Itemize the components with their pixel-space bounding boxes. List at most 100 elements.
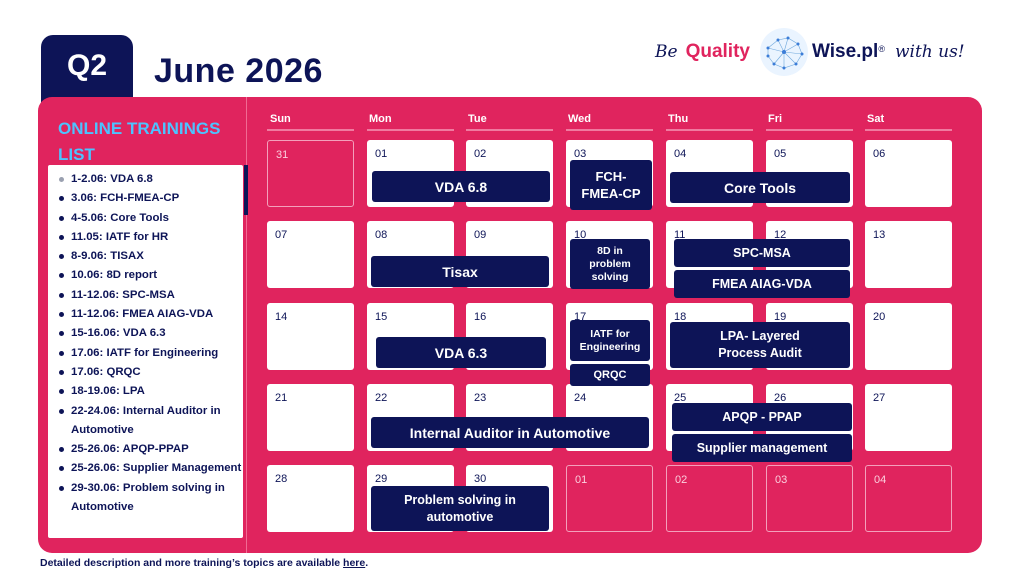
list-item: 3.06: FCH-FMEA-CP: [58, 189, 243, 208]
brand-wise: Wise.pl: [811, 41, 879, 62]
list-item: 11-12.06: SPC-MSA: [58, 286, 243, 305]
event-vda-6-8[interactable]: VDA 6.8: [372, 171, 550, 202]
day-cell: 21: [267, 384, 354, 451]
day-cell: 14: [267, 303, 354, 370]
weekday-underline: [865, 129, 952, 131]
brand-logo: Be Quality Wise.pl® with us!: [655, 28, 965, 76]
weekday-thu: Thu: [668, 113, 689, 125]
day-cell: 01: [566, 465, 653, 532]
day-number: 27: [873, 392, 886, 404]
brain-network-icon: [759, 28, 808, 76]
event-apqp-ppap[interactable]: APQP - PPAP: [672, 403, 852, 431]
panel-divider: [246, 97, 247, 553]
day-number: 29: [375, 473, 388, 485]
event-lpa[interactable]: LPA- Layered Process Audit: [670, 322, 850, 368]
day-number: 22: [375, 392, 388, 404]
event-fmea-aiag-vda[interactable]: FMEA AIAG-VDA: [674, 270, 850, 298]
event-fch-fmea-cp[interactable]: FCH-FMEA-CP: [570, 160, 652, 210]
day-number: 26: [774, 392, 787, 404]
day-number: 12: [774, 229, 787, 241]
list-item: 25-26.06: APQP-PPAP: [58, 440, 243, 459]
day-number: 15: [375, 311, 388, 323]
list-item: 17.06: IATF for Engineering: [58, 344, 243, 363]
list-item: 15-16.06: VDA 6.3: [58, 324, 243, 343]
day-number: 02: [675, 474, 688, 486]
brand-prefix: Be: [655, 42, 678, 62]
day-number: 21: [275, 392, 288, 404]
footer-link[interactable]: here: [343, 557, 366, 569]
event-iatf-engineering[interactable]: IATF for Engineering: [570, 320, 650, 361]
day-cell: 28: [267, 465, 354, 532]
list-item: 11-12.06: FMEA AIAG-VDA: [58, 305, 243, 324]
event-qrqc[interactable]: QRQC: [570, 364, 650, 386]
list-item: 18-19.06: LPA: [58, 382, 243, 401]
brand-suffix: with us!: [894, 42, 965, 62]
weekday-underline: [267, 129, 354, 131]
weekday-underline: [666, 129, 753, 131]
day-number: 03: [775, 474, 788, 486]
weekday-underline: [766, 129, 853, 131]
weekday-underline: [466, 129, 553, 131]
day-number: 01: [575, 474, 588, 486]
day-number: 03: [574, 148, 587, 160]
event-8d-problem-solving[interactable]: 8D in problem solving: [570, 239, 650, 289]
sidebar-title: ONLINE TRAININGS LIST: [58, 119, 221, 164]
event-spc-msa[interactable]: SPC-MSA: [674, 239, 850, 267]
event-tisax[interactable]: Tisax: [371, 256, 549, 287]
list-item: 4-5.06: Core Tools: [58, 209, 243, 228]
day-number: 11: [674, 229, 686, 241]
day-number: 05: [774, 148, 787, 160]
weekday-mon: Mon: [369, 113, 392, 125]
list-item: 8-9.06: TISAX: [58, 247, 243, 266]
weekday-underline: [566, 129, 653, 131]
day-number: 24: [574, 392, 587, 404]
day-cell: 06: [865, 140, 952, 207]
day-number: 04: [874, 474, 887, 486]
event-core-tools[interactable]: Core Tools: [670, 172, 850, 203]
training-list: 1-2.06: VDA 6.8 3.06: FCH-FMEA-CP 4-5.06…: [58, 170, 243, 517]
event-vda-6-3[interactable]: VDA 6.3: [376, 337, 546, 368]
weekday-tue: Tue: [468, 113, 487, 125]
day-number: 23: [474, 392, 487, 404]
event-internal-auditor[interactable]: Internal Auditor in Automotive: [371, 417, 649, 448]
day-cell: 04: [865, 465, 952, 532]
list-item: 22-24.06: Internal Auditor in Automotive: [58, 402, 243, 441]
list-item: 1-2.06: VDA 6.8: [58, 170, 243, 189]
day-cell: 20: [865, 303, 952, 370]
day-number: 06: [873, 148, 886, 160]
day-number: 10: [574, 229, 587, 241]
footer-text: Detailed description and more training’s…: [40, 557, 344, 569]
weekday-sat: Sat: [867, 113, 885, 125]
brand-registered: ®: [878, 44, 885, 54]
training-list-box: [48, 165, 243, 538]
footer-note: Detailed description and more training’s…: [40, 557, 368, 569]
day-number: 25: [674, 392, 687, 404]
weekday-wed: Wed: [568, 113, 592, 125]
list-item: 25-26.06: Supplier Management: [58, 459, 243, 478]
list-item: 29-30.06: Problem solving in Automotive: [58, 479, 243, 518]
weekday-fri: Fri: [768, 113, 783, 125]
day-number: 04: [674, 148, 687, 160]
day-number: 01: [375, 148, 388, 160]
day-number: 14: [275, 311, 288, 323]
day-number: 20: [873, 311, 886, 323]
quarter-badge: Q2: [41, 35, 133, 103]
day-cell: 27: [865, 384, 952, 451]
day-number: 09: [474, 229, 487, 241]
day-cell: 31: [267, 140, 354, 207]
day-number: 18: [674, 311, 687, 323]
day-number: 28: [275, 473, 288, 485]
day-cell: 02: [666, 465, 753, 532]
list-scroll-indicator: [244, 165, 248, 215]
event-problem-solving-automotive[interactable]: Problem solving in automotive: [371, 486, 549, 531]
day-number: 31: [276, 149, 289, 161]
day-number: 07: [275, 229, 288, 241]
day-number: 08: [375, 229, 388, 241]
event-supplier-management[interactable]: Supplier management: [672, 434, 852, 462]
day-number: 30: [474, 473, 487, 485]
day-cell: 07: [267, 221, 354, 288]
list-item: 11.05: IATF for HR: [58, 228, 243, 247]
day-cell: 13: [865, 221, 952, 288]
weekday-sun: Sun: [270, 113, 291, 125]
day-cell: 03: [766, 465, 853, 532]
